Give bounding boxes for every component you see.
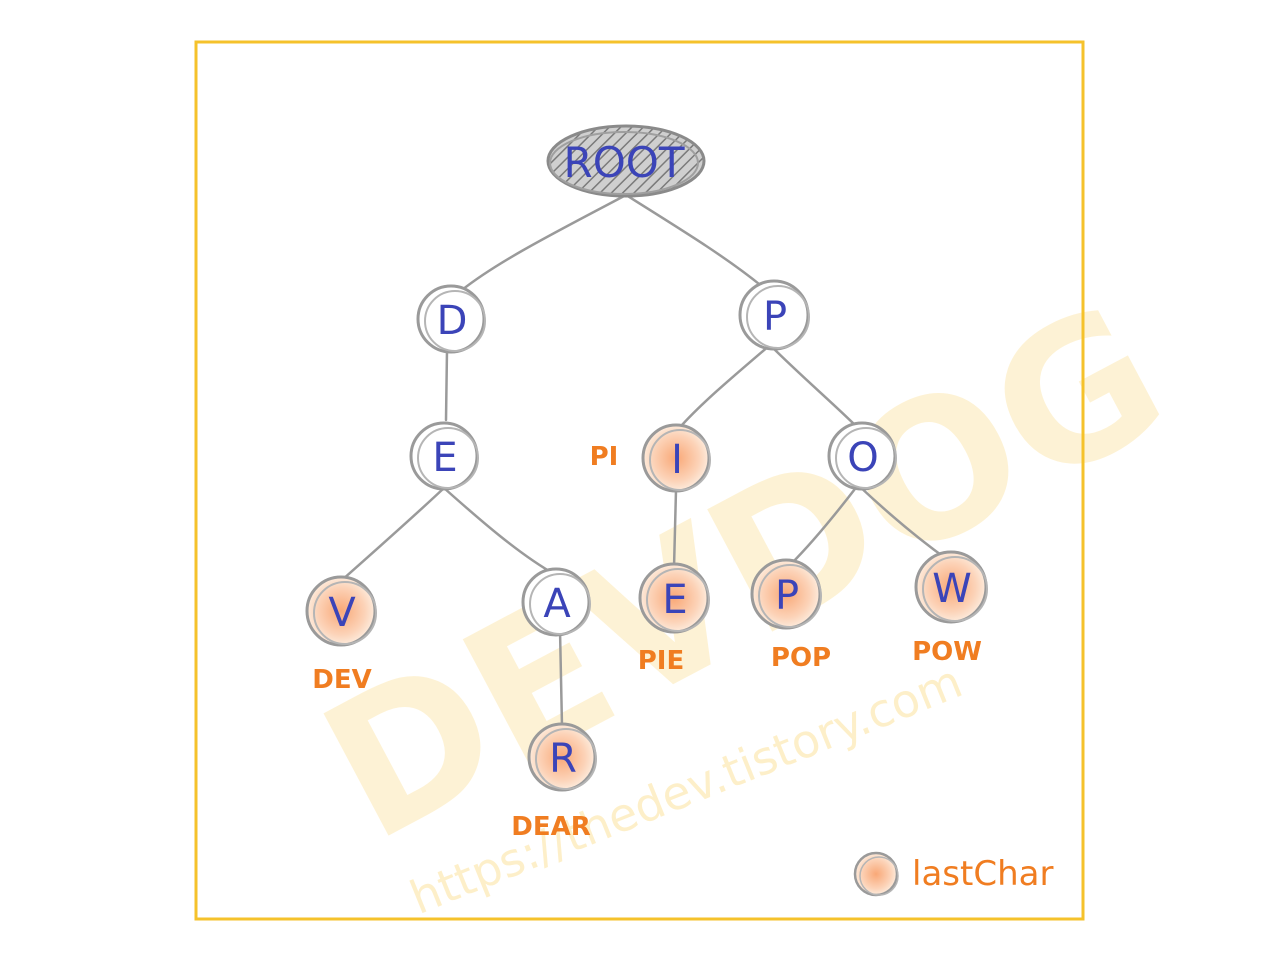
node-i-letter: I <box>671 437 683 483</box>
edge-p-o <box>768 343 860 430</box>
node-p2-letter: P <box>775 573 799 619</box>
edge-p-i <box>680 343 772 427</box>
node-e2-letter: E <box>662 577 687 623</box>
edges <box>340 193 950 728</box>
node-e2: E <box>638 562 710 634</box>
word-label-pow: POW <box>912 637 982 667</box>
node-e1-letter: E <box>432 435 457 481</box>
edge-d-e <box>444 348 449 422</box>
word-label-pie: PIE <box>638 646 685 676</box>
node-r: R <box>527 722 597 792</box>
word-label-dear: DEAR <box>511 812 591 842</box>
node-o: O <box>827 421 897 491</box>
node-d: D <box>416 284 486 354</box>
edge-e-v <box>340 486 446 582</box>
edge-i-e <box>672 488 678 570</box>
legend-label: lastChar <box>912 854 1053 894</box>
node-a-letter: A <box>543 581 571 627</box>
node-p: P <box>738 279 810 351</box>
node-w: W <box>914 550 988 624</box>
node-w-letter: W <box>932 566 972 612</box>
node-d-letter: D <box>437 298 468 344</box>
node-v-letter: V <box>328 590 356 636</box>
node-a: A <box>521 567 591 637</box>
diagram-frame <box>194 40 1085 921</box>
node-v: V <box>305 575 377 647</box>
edge-a-r <box>558 628 564 728</box>
edge-o-p <box>788 483 860 567</box>
word-label-dev: DEV <box>312 665 371 695</box>
legend-swatch-icon <box>853 851 899 897</box>
word-label-pi: PI <box>590 442 619 472</box>
root-label: ROOT <box>564 138 685 187</box>
node-r-letter: R <box>549 736 577 782</box>
word-label-pop: POP <box>771 643 831 673</box>
edge-e-a <box>442 486 558 577</box>
node-p2: P <box>750 558 822 630</box>
node-e1: E <box>409 421 479 491</box>
root-node: ROOT <box>546 124 706 198</box>
edge-root-p <box>624 193 766 290</box>
watermark: DEVDOG https://thedev.tistory.com <box>290 261 1197 925</box>
node-o-letter: O <box>847 435 878 481</box>
node-p-letter: P <box>763 294 787 340</box>
node-i: I <box>641 423 711 493</box>
edge-root-d <box>460 193 628 292</box>
legend: lastChar <box>853 851 1053 897</box>
